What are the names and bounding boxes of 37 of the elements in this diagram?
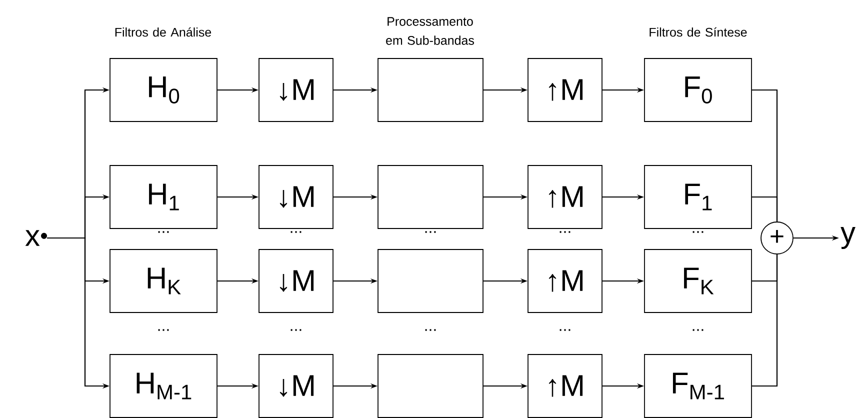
summing-junction: + <box>760 222 794 254</box>
section-heading: Processamento em Sub-bandas <box>386 17 474 45</box>
downsampler-box: ↓M <box>258 354 334 418</box>
filter-box: F$_{0}$ <box>644 58 752 122</box>
ellipsis: ... <box>290 231 302 233</box>
section-heading: Filtros de Síntese <box>650 27 747 37</box>
filter-box: H$_{0}$ <box>110 58 218 122</box>
ellipsis: ... <box>560 329 570 331</box>
downsampler-box: ↓M <box>258 249 334 313</box>
upsampler-box: ↑M <box>528 249 602 313</box>
ellipsis: ... <box>692 231 704 233</box>
upsampler-box: ↑M <box>528 165 602 229</box>
processing-box <box>378 249 484 313</box>
downsampler-box: ↓M <box>258 165 334 229</box>
ellipsis: ... <box>692 329 704 331</box>
processing-box <box>378 354 484 418</box>
ellipsis: ... <box>290 329 302 331</box>
ellipsis: ... <box>158 329 169 331</box>
ellipsis: ... <box>425 231 436 233</box>
filter-box: F$_{M-1}$ <box>644 354 752 418</box>
filter-box: F$_{1}$ <box>644 165 752 229</box>
filter-box: H$_{M-1}$ <box>110 354 218 418</box>
processing-box <box>378 58 484 122</box>
ellipsis: ... <box>560 231 570 233</box>
filter-box: H$_{1}$ <box>110 165 218 229</box>
filter-box: F$_{K}$ <box>644 249 752 313</box>
filter-box: H$_{K}$ <box>110 249 218 313</box>
ellipsis: ... <box>158 231 169 233</box>
output-label: y <box>840 226 856 250</box>
upsampler-box: ↑M <box>528 58 602 122</box>
upsampler-box: ↑M <box>528 354 602 418</box>
section-heading: Filtros de Análise <box>115 27 212 37</box>
processing-box <box>378 165 484 229</box>
input-label: x <box>25 230 47 246</box>
ellipsis: ... <box>425 329 436 331</box>
arrow <box>752 196 778 222</box>
downsampler-box: ↓M <box>258 58 334 122</box>
